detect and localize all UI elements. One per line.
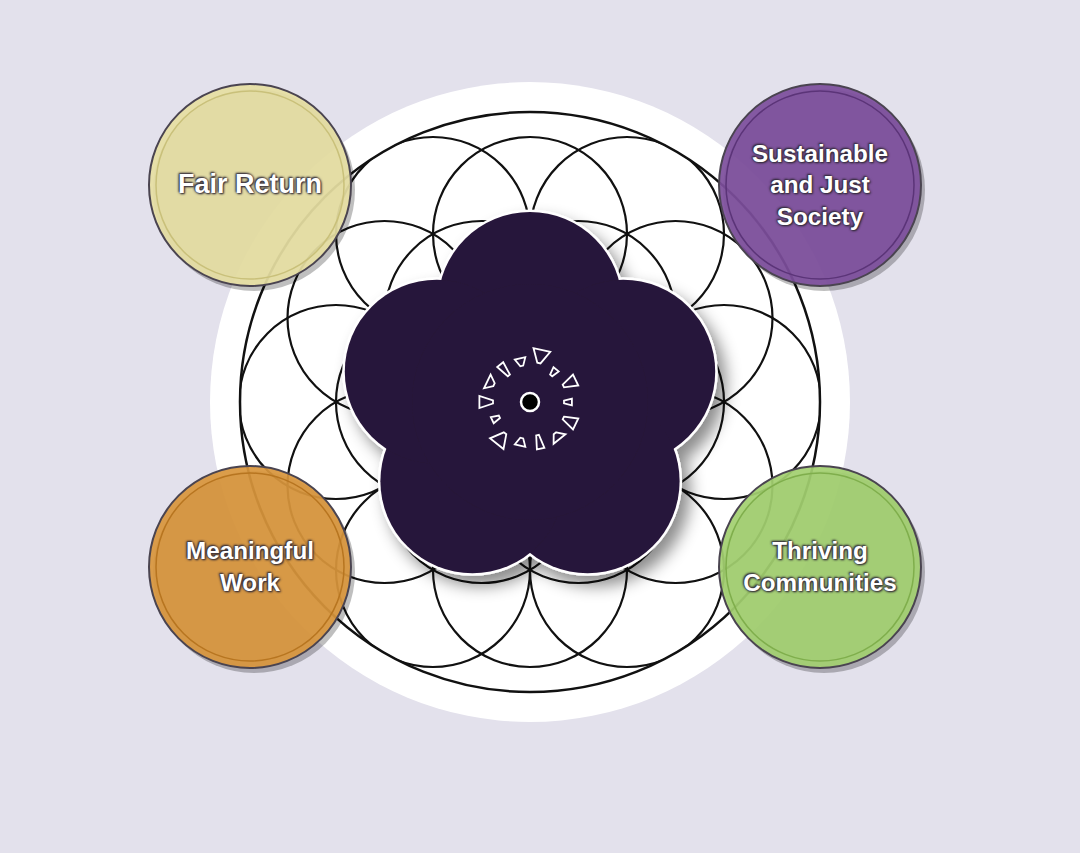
circle-label: Meaningful Work	[160, 535, 340, 598]
circle-rim	[156, 473, 344, 661]
circle-label: Thriving Communities	[730, 535, 910, 598]
petal-outline	[412, 284, 648, 520]
stamen	[515, 357, 526, 366]
stamen	[534, 348, 551, 363]
circle-shape	[717, 464, 923, 670]
stamen	[563, 417, 579, 430]
circle-rim	[726, 473, 914, 661]
value-circle: Meaningful Work	[147, 464, 353, 670]
value-circle: Thriving Communities	[717, 464, 923, 670]
stamen	[563, 375, 579, 388]
flower-shape	[345, 212, 715, 573]
value-circle: Fair Return	[147, 82, 353, 288]
circle-rim	[156, 91, 344, 279]
circle-fill	[719, 84, 921, 286]
circle-fill	[149, 466, 351, 668]
stamen	[536, 435, 544, 450]
stamen	[484, 375, 495, 389]
stamen	[490, 432, 506, 449]
stamen	[479, 396, 493, 408]
stamen	[497, 362, 510, 376]
stamen-marks	[479, 348, 578, 449]
petal	[412, 284, 648, 520]
circle-label: Fair Return	[178, 167, 322, 202]
circle-fill	[719, 466, 921, 668]
flower-center	[521, 393, 539, 411]
stamen	[554, 432, 566, 444]
circle-rim	[726, 91, 914, 279]
stamen	[564, 399, 572, 406]
circle-shape	[147, 464, 353, 670]
value-circle: Sustainable and Just Society	[717, 82, 923, 288]
circle-fill	[149, 84, 351, 286]
stamen	[491, 416, 500, 424]
stamen	[550, 367, 559, 376]
circle-label: Sustainable and Just Society	[730, 138, 910, 233]
stamen	[515, 438, 526, 447]
